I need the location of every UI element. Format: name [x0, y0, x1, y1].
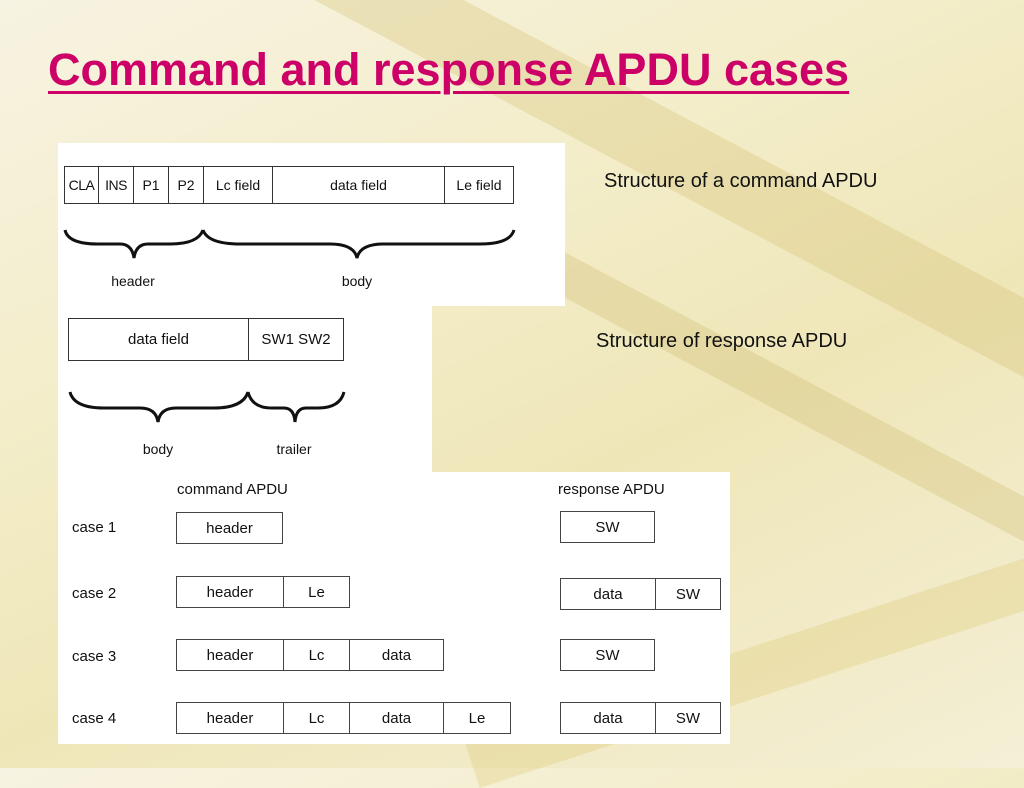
case-2-le: Le: [283, 576, 350, 608]
field-lc: Lc field: [203, 166, 273, 204]
resp-field-sw: SW1 SW2: [248, 318, 344, 361]
field-le: Le field: [444, 166, 514, 204]
resp-field-data: data field: [68, 318, 249, 361]
header-brace-label: header: [111, 273, 155, 289]
page-title: Command and response APDU cases: [48, 44, 850, 95]
case-4-sw: SW: [655, 702, 721, 734]
case-3-data: data: [349, 639, 444, 671]
case-2-data: data: [560, 578, 656, 610]
field-ins: INS: [98, 166, 134, 204]
case-4-data-resp: data: [560, 702, 656, 734]
case-2-sw: SW: [655, 578, 721, 610]
case-3-lc: Lc: [283, 639, 350, 671]
case-1-sw: SW: [560, 511, 655, 543]
field-p1: P1: [133, 166, 169, 204]
case-4-header: header: [176, 702, 284, 734]
case-3-label: case 3: [72, 648, 117, 665]
case-1-label: case 1: [72, 519, 117, 536]
response-structure-label: Structure of response APDU: [596, 330, 848, 352]
case-3-sw: SW: [560, 639, 655, 671]
body-brace-label: body: [341, 273, 373, 289]
case-3-header: header: [176, 639, 284, 671]
field-data: data field: [272, 166, 445, 204]
case-2-label: case 2: [72, 585, 117, 602]
case-1-header: header: [176, 512, 283, 544]
command-structure-label: Structure of a command APDU: [604, 170, 878, 192]
field-cla: CLA: [64, 166, 99, 204]
response-body-label: body: [142, 441, 174, 457]
case-4-le: Le: [443, 702, 511, 734]
trailer-label: trailer: [276, 441, 312, 457]
case-4-lc: Lc: [283, 702, 350, 734]
command-apdu-heading: command APDU: [177, 481, 288, 498]
case-2-header: header: [176, 576, 284, 608]
case-4-data: data: [349, 702, 444, 734]
field-p2: P2: [168, 166, 204, 204]
response-apdu-heading: response APDU: [558, 481, 665, 498]
case-4-label: case 4: [72, 710, 117, 727]
